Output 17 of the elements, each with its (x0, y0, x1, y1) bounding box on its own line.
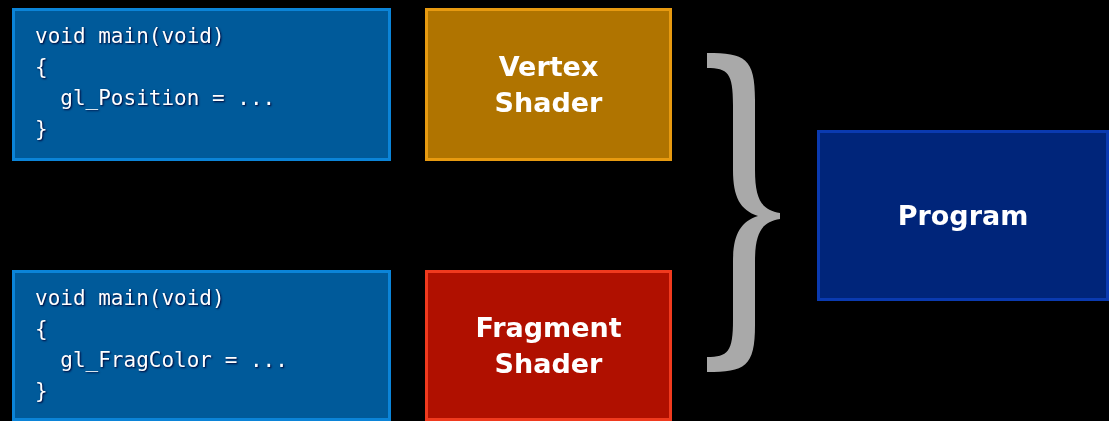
code-line: } (35, 116, 48, 143)
program-box (817, 130, 1109, 301)
code-box (12, 270, 391, 421)
shader-box (425, 270, 672, 421)
curly-brace (707, 53, 780, 372)
code-line: } (35, 378, 48, 405)
code-line: { (35, 54, 48, 81)
code-line: void main(void) (35, 285, 225, 312)
box-label: Fragment Shader (474, 310, 623, 381)
shader-box (425, 8, 672, 161)
code-line: void main(void) (35, 23, 225, 50)
code-box (12, 8, 391, 161)
code-line: gl_FragColor = ... (59, 347, 288, 374)
box-label: Vertex Shader (493, 49, 604, 120)
box-label: Program (897, 198, 1029, 233)
code-line: { (35, 316, 48, 343)
code-line: gl_Position = ... (59, 85, 276, 112)
